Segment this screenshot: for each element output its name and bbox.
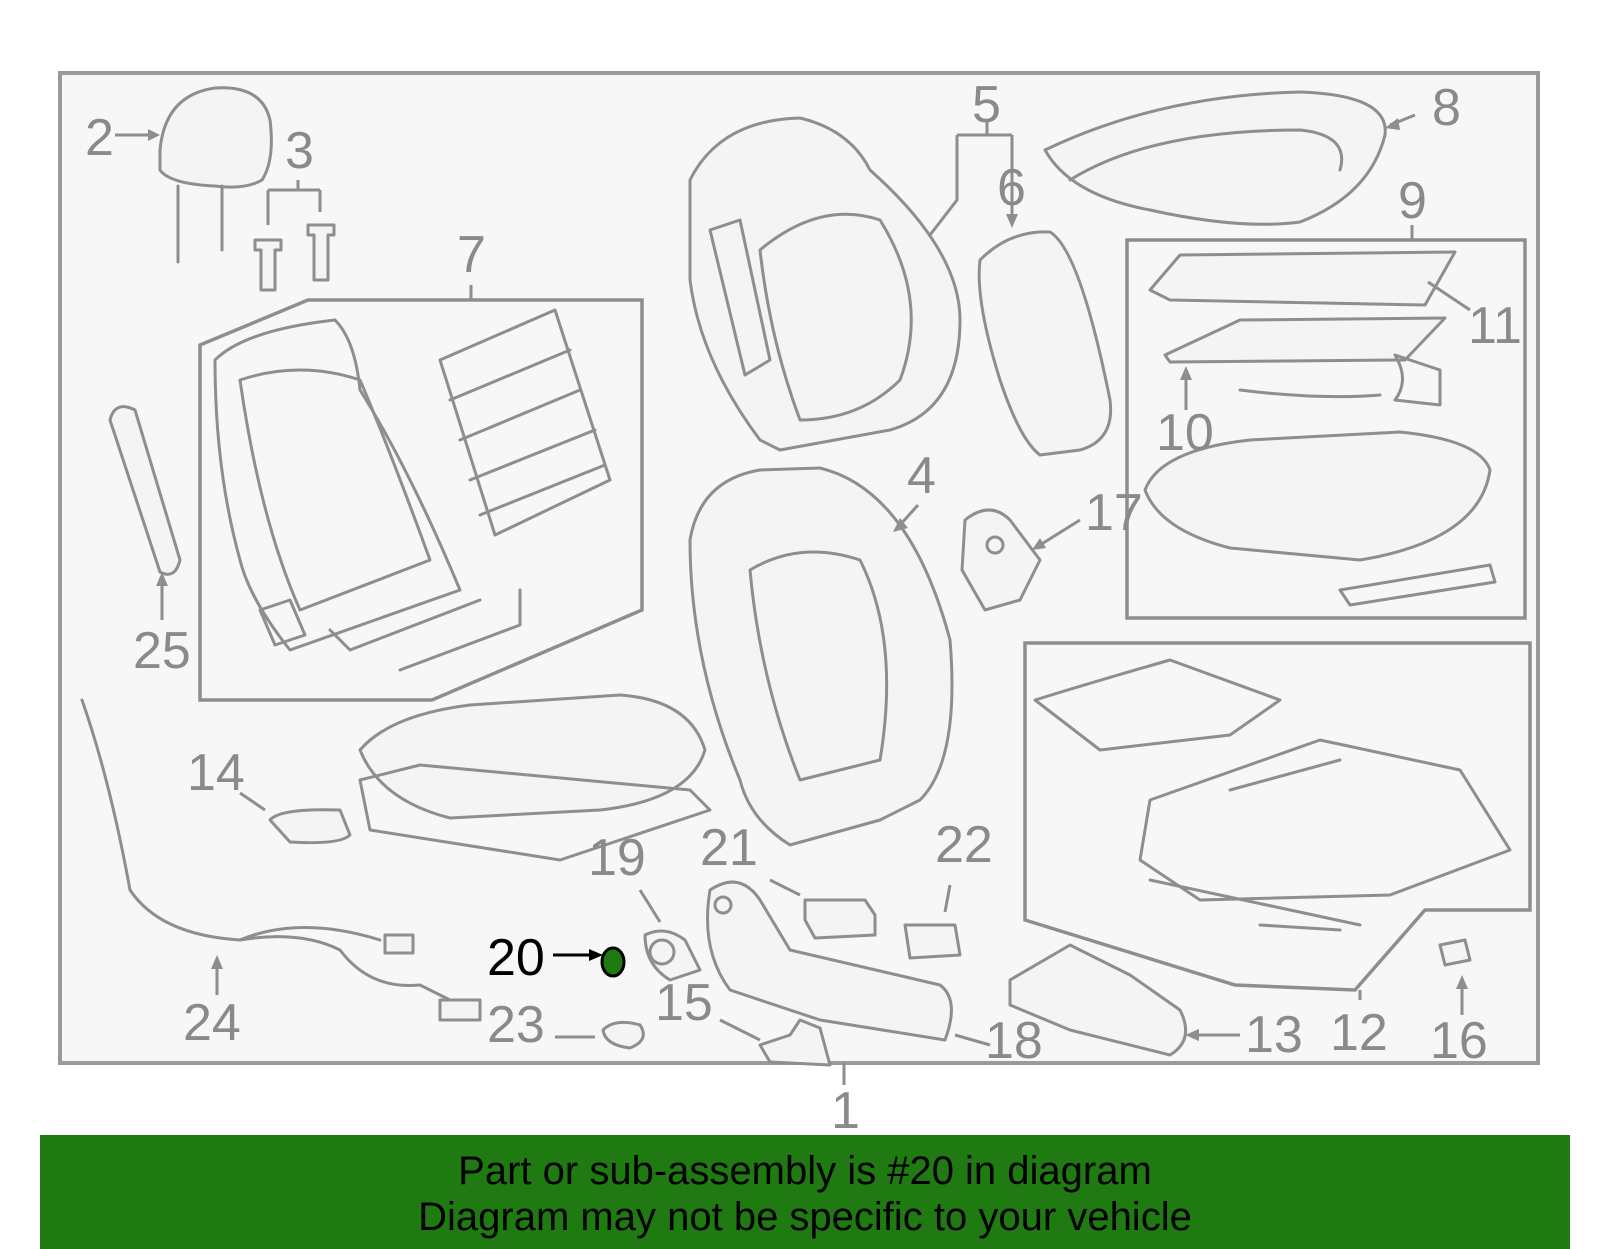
callout-5: 5 <box>972 76 1001 134</box>
callout-12: 12 <box>1330 1004 1388 1062</box>
callout-9: 9 <box>1398 172 1427 230</box>
part-20-highlighted[interactable] <box>600 946 626 978</box>
callout-4: 4 <box>907 447 936 505</box>
part-3-guides[interactable] <box>253 223 336 292</box>
part-17-bracket[interactable] <box>960 508 1042 612</box>
callout-18: 18 <box>985 1012 1043 1070</box>
callout-20: 20 <box>487 929 545 987</box>
part-23-cap[interactable] <box>601 1020 645 1050</box>
callout-21: 21 <box>700 819 758 877</box>
part-4-back-panel[interactable] <box>688 466 954 847</box>
part-5-seatback[interactable] <box>688 116 962 452</box>
callout-24: 24 <box>183 994 241 1052</box>
part-19-knob[interactable] <box>643 929 702 982</box>
banner-line-2: Diagram may not be specific to your vehi… <box>418 1195 1192 1239</box>
callout-7: 7 <box>457 226 486 284</box>
part-8-cushion-cover[interactable] <box>1043 90 1387 226</box>
callout-14: 14 <box>187 744 245 802</box>
part-18-shield[interactable] <box>706 880 953 1042</box>
callout-19: 19 <box>588 829 646 887</box>
seat-parts-diagram: 1 2 3 4 5 6 7 8 9 10 11 12 13 14 15 16 1… <box>58 71 1540 1135</box>
part-7-backframe[interactable] <box>213 318 462 652</box>
callout-8: 8 <box>1432 79 1461 137</box>
part-1-cushion-assembly[interactable] <box>358 693 712 862</box>
callout-15: 15 <box>655 974 713 1032</box>
info-banner: Part or sub-assembly is #20 in diagram D… <box>40 1135 1570 1249</box>
callout-23: 23 <box>487 996 545 1054</box>
callout-2: 2 <box>85 109 114 167</box>
callout-6: 6 <box>997 159 1026 217</box>
part-13-trim[interactable] <box>1008 943 1188 1057</box>
part-9-cushion-foam[interactable] <box>1143 430 1497 607</box>
callout-17: 17 <box>1085 484 1143 542</box>
part-6-pad[interactable] <box>977 230 1113 457</box>
callout-3: 3 <box>285 122 314 180</box>
part-16-clip[interactable] <box>1438 938 1472 967</box>
callout-22: 22 <box>935 816 993 874</box>
callout-10: 10 <box>1156 404 1214 462</box>
part-14-bezel[interactable] <box>268 808 352 845</box>
part-22-switch[interactable] <box>903 923 962 960</box>
callout-25: 25 <box>133 622 191 680</box>
callout-13: 13 <box>1245 1006 1303 1064</box>
banner-line-1: Part or sub-assembly is #20 in diagram <box>458 1149 1152 1193</box>
part-9-box <box>1125 238 1527 620</box>
part-12-box <box>1023 641 1532 992</box>
part-12-seat-frame[interactable] <box>1033 658 1512 932</box>
part-15-bracket[interactable] <box>758 1018 832 1067</box>
part-7-box <box>198 298 644 702</box>
part-10-sensor-mat[interactable] <box>1163 316 1447 407</box>
callout-16: 16 <box>1430 1012 1488 1070</box>
part-21-switch[interactable] <box>803 898 877 940</box>
part-2-headrest[interactable] <box>158 86 273 264</box>
callout-1: 1 <box>831 1082 860 1135</box>
part-25-trim[interactable] <box>108 405 182 576</box>
part-24-harness[interactable] <box>80 698 482 1022</box>
callout-11: 11 <box>1468 297 1522 355</box>
part-7-springmat[interactable] <box>328 308 612 672</box>
part-11-heater-pad[interactable] <box>1148 250 1457 307</box>
